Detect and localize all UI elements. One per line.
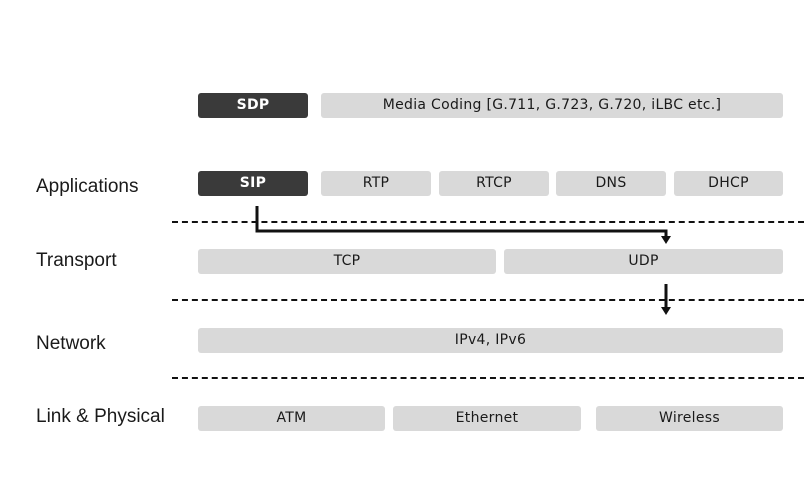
sip-to-udp-arrow <box>255 206 668 237</box>
layer-label-applications: Applications <box>36 176 139 197</box>
sip-box: SIP <box>198 171 308 196</box>
wireless-box: Wireless <box>596 406 783 431</box>
dns-box: DNS <box>556 171 666 196</box>
rtp-box: RTP <box>321 171 431 196</box>
tcp-box: TCP <box>198 249 496 274</box>
dhcp-box: DHCP <box>674 171 783 196</box>
layer-separator <box>172 221 804 223</box>
udp-box: UDP <box>504 249 783 274</box>
layer-separator <box>172 377 804 379</box>
rtcp-box: RTCP <box>439 171 549 196</box>
arrowhead-icon <box>661 307 671 315</box>
ethernet-box: Ethernet <box>393 406 581 431</box>
layer-label-transport: Transport <box>36 250 117 271</box>
atm-box: ATM <box>198 406 385 431</box>
ip-box: IPv4, IPv6 <box>198 328 783 353</box>
layer-label-link-physical: Link & Physical <box>36 406 165 427</box>
sdp-box: SDP <box>198 93 308 118</box>
layer-separator <box>172 299 804 301</box>
arrowhead-icon <box>661 236 671 244</box>
media-coding-box: Media Coding [G.711, G.723, G.720, iLBC … <box>321 93 783 118</box>
layer-label-network: Network <box>36 333 106 354</box>
